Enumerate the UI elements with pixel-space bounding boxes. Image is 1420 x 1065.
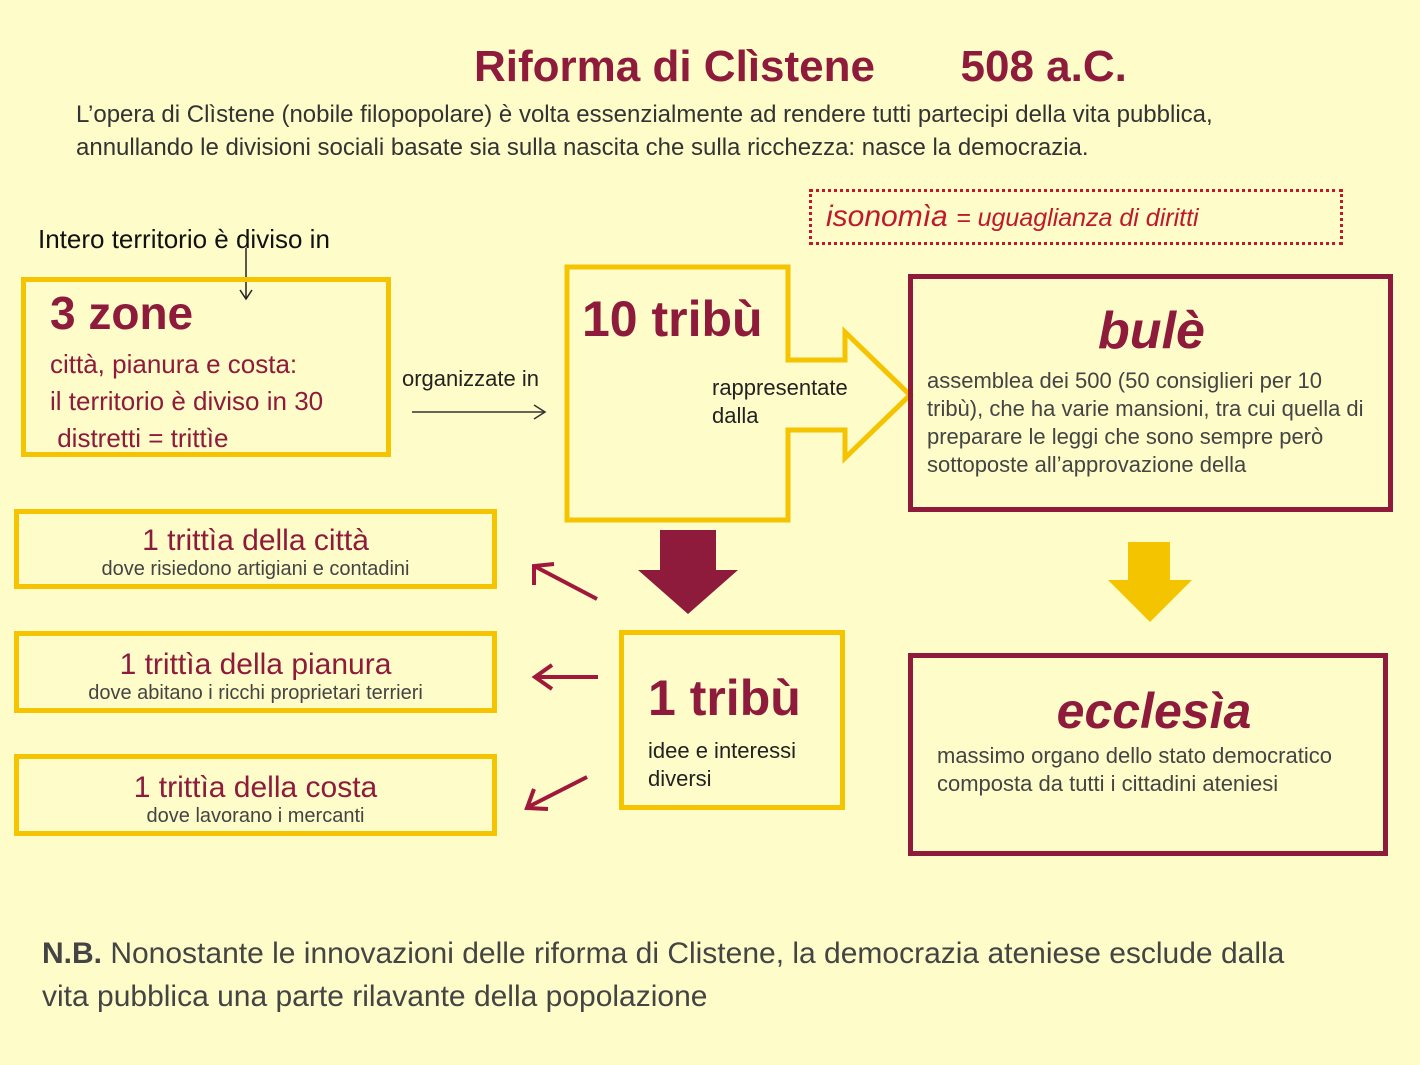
trittia-text: dove abitano i ricchi proprietari terrie… (88, 682, 423, 704)
arrow-down-left-icon (524, 775, 588, 811)
trittia-coast-box: 1 trittìa della costa dove lavorano i me… (14, 754, 497, 836)
zones-line-3: distretti = trittìe (50, 423, 229, 453)
bule-box: bulè assemblea dei 500 (50 consiglieri p… (908, 274, 1393, 512)
tribe-text: idee e interessi diversi (648, 738, 796, 791)
trittia-title: 1 trittìa della costa (133, 771, 378, 804)
maroon-down-arrow-icon (638, 530, 738, 614)
tribes-arrow-shape (564, 264, 914, 523)
right-arrow-icon (412, 404, 547, 420)
isonomia-term: isonomìa (826, 200, 948, 233)
organized-label: organizzate in (402, 366, 539, 391)
ecclesia-box: ecclesìa massimo organo dello stato demo… (908, 653, 1388, 856)
tribes-title: 10 tribù (582, 291, 763, 347)
note-text: Nonostante le innovazioni delle riforma … (42, 937, 1285, 1013)
zones-line-1: città, pianura e costa: (50, 349, 298, 379)
intro-text: L’opera di Clìstene (nobile filopopolare… (76, 101, 1213, 161)
zones-title: 3 zone (50, 287, 194, 339)
down-arrow-icon (239, 248, 253, 301)
trittia-text: dove lavorano i mercanti (146, 805, 365, 827)
trittie-arrows (524, 562, 598, 811)
trittia-plain-box: 1 trittìa della pianura dove abitano i r… (14, 631, 497, 713)
tribe-title: 1 tribù (648, 670, 801, 726)
arrow-up-left-icon (532, 562, 598, 601)
zones-line-2: il territorio è diviso in 30 (50, 386, 324, 416)
trittia-text: dove risiedono artigiani e contadini (101, 558, 410, 580)
arrow-left-icon (531, 663, 598, 691)
note: N.B. Nonostante le innovazioni delle rif… (42, 932, 1302, 1018)
slide-title: Riforma di Clìstene 508 a.C. (474, 42, 1127, 91)
represented-label: rappresentate dalla (712, 375, 848, 428)
note-label: N.B. (42, 937, 102, 970)
isonomia-box: isonomìa = uguaglianza di diritti (809, 189, 1343, 245)
bule-text: assemblea dei 500 (50 consiglieri per 10… (927, 368, 1364, 477)
trittia-city-box: 1 trittìa della città dove risiedono art… (14, 509, 497, 589)
bule-title: bulè (1098, 302, 1205, 360)
ecclesia-text: massimo organo dello stato democratico c… (937, 743, 1332, 796)
tribe-box: 1 tribù idee e interessi diversi (619, 630, 845, 810)
trittia-title: 1 trittìa della città (142, 524, 369, 557)
ecclesia-title: ecclesìa (1056, 683, 1252, 739)
trittia-title: 1 trittìa della pianura (119, 648, 392, 681)
yellow-down-arrow-icon (1108, 542, 1192, 622)
zones-box: 3 zone città, pianura e costa: il territ… (21, 277, 391, 457)
isonomia-definition: = uguaglianza di diritti (956, 204, 1199, 232)
territory-label: Intero territorio è diviso in (38, 224, 330, 254)
